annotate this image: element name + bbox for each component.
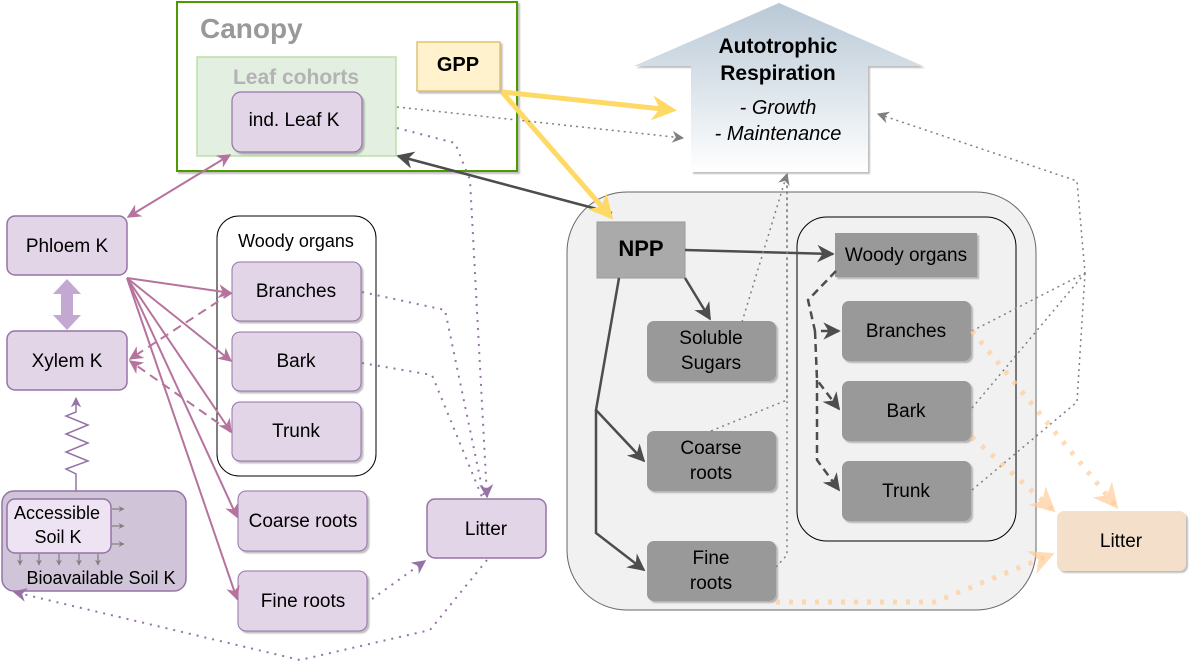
c-fine-label-1: Fine [693,548,730,569]
gpp-flux-arrows [500,89,677,220]
c-litter-label: Litter [1100,531,1143,552]
leaf-cohorts-label: Leaf cohorts [233,66,359,89]
c-litter-node[interactable] [1057,511,1186,571]
c-fine-label-2: roots [690,573,732,594]
k-fine-roots-node[interactable] [237,570,368,632]
respiration-maintenance: - Maintenance [715,123,842,145]
accessible-soil-k-node[interactable] [6,498,112,554]
phloem-k-node[interactable] [6,215,128,276]
canopy-title: Canopy [200,13,303,44]
c-litterfall-dotted-arrows [776,329,1119,605]
ind-leaf-k-label: ind. Leaf K [249,110,340,131]
phloem-xylem-exchange-icon [53,279,81,330]
c-bark-label: Bark [886,401,926,422]
phloem-leaf-flux [126,154,232,218]
ind-leaf-k-node[interactable] [231,91,363,153]
npp-label: NPP [618,236,663,261]
k-branches-label: Branches [256,281,336,302]
c-woody-organs-label: Woody organs [845,245,967,266]
c-bark-node[interactable] [842,381,971,441]
c-coarse-label-1: Coarse [680,438,741,459]
accessible-soil-label-2: Soil K [34,527,81,547]
c-soluble-sugars-node[interactable] [647,321,776,381]
k-coarse-roots-node[interactable] [237,490,368,552]
npp-allocation-arrows [396,151,835,572]
respiration-title-1: Autotrophic [719,35,838,58]
woody-allocation-dashed-arrows [806,270,841,492]
xylem-k-label: Xylem K [32,351,103,372]
k-coarse-roots-label: Coarse roots [249,511,358,532]
k-litter-label: Litter [465,519,508,540]
k-woody-group-label: Woody organs [238,231,354,251]
k-trunk-node[interactable] [231,401,362,462]
gpp-node[interactable] [416,41,501,92]
k-trunk-label: Trunk [272,421,320,442]
c-soluble-label-2: Sugars [681,353,741,374]
k-litter-node[interactable] [426,498,547,559]
phloem-k-label: Phloem K [26,236,109,257]
respiration-title-2: Respiration [720,62,836,85]
respiration-growth: - Growth [740,97,817,119]
c-woody-organs-node[interactable] [835,233,977,277]
woody-to-xylem-dashed-arrows [128,292,232,433]
carbon-woody-group [796,216,1017,542]
c-trunk-label: Trunk [882,481,930,502]
c-soluble-label-1: Soluble [679,328,742,349]
c-trunk-node[interactable] [842,461,971,521]
root-uptake-resistor-icon [64,396,91,491]
k-fine-roots-label: Fine roots [261,591,345,612]
npp-node[interactable] [596,221,686,279]
c-branches-label: Branches [866,321,946,342]
c-branches-node[interactable] [842,301,971,361]
c-fine-roots-node[interactable] [647,541,776,601]
gpp-label: GPP [437,54,479,76]
bioavailable-soil-label: Bioavailable Soil K [26,568,175,588]
xylem-k-node[interactable] [6,330,128,391]
respiration-arrow-shape [634,3,923,172]
accessible-soil-label-1: Accessible [14,503,100,523]
c-coarse-label-2: roots [690,463,732,484]
soil-diffusion-arrows-icon [17,506,125,566]
respiration-dotted-arrows [396,106,1086,568]
k-bark-label: Bark [276,351,316,372]
c-coarse-roots-node[interactable] [647,431,776,491]
phloem-allocation-arrows [126,277,240,601]
k-litterfall-dotted-arrows [12,127,494,662]
